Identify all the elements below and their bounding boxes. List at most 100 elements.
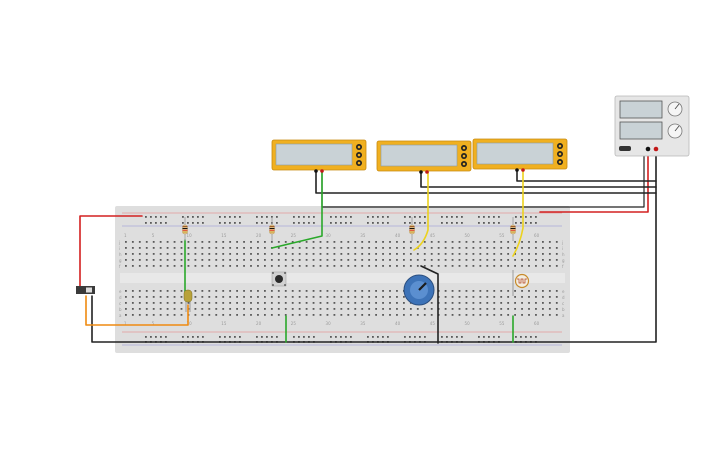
rail-hole[interactable] [493, 216, 495, 218]
breadboard-hole[interactable] [291, 314, 294, 316]
breadboard-hole[interactable] [159, 308, 162, 310]
breadboard-hole[interactable] [298, 302, 301, 304]
rail-hole[interactable] [202, 222, 204, 224]
rail-hole[interactable] [483, 222, 485, 224]
breadboard-hole[interactable] [243, 314, 245, 316]
breadboard-hole[interactable] [312, 308, 315, 310]
resistor-1[interactable] [182, 217, 188, 241]
breadboard-hole[interactable] [437, 259, 440, 261]
breadboard-hole[interactable] [555, 259, 558, 261]
breadboard-hole[interactable] [194, 296, 197, 298]
breadboard-hole[interactable] [208, 308, 211, 310]
breadboard-hole[interactable] [208, 296, 211, 298]
breadboard-hole[interactable] [333, 308, 336, 310]
rail-hole[interactable] [187, 216, 189, 218]
breadboard-hole[interactable] [465, 296, 468, 298]
breadboard-hole[interactable] [152, 253, 155, 255]
breadboard-hole[interactable] [250, 247, 252, 249]
breadboard-hole[interactable] [347, 247, 350, 249]
breadboard-hole[interactable] [354, 247, 357, 249]
breadboard-hole[interactable] [187, 241, 190, 243]
rail-hole[interactable] [382, 216, 384, 218]
rail-hole[interactable] [298, 336, 300, 338]
breadboard-hole[interactable] [180, 290, 183, 292]
breadboard-hole[interactable] [375, 241, 377, 243]
breadboard-hole[interactable] [507, 290, 510, 292]
breadboard-hole[interactable] [382, 265, 384, 267]
breadboard-hole[interactable] [555, 247, 558, 249]
breadboard-hole[interactable] [361, 265, 364, 267]
breadboard-hole[interactable] [451, 302, 454, 304]
breadboard-hole[interactable] [166, 308, 169, 310]
breadboard-hole[interactable] [444, 314, 447, 316]
breadboard-hole[interactable] [125, 253, 127, 255]
breadboard-hole[interactable] [430, 247, 433, 249]
breadboard-hole[interactable] [277, 290, 280, 292]
breadboard-hole[interactable] [222, 290, 225, 292]
rail-hole[interactable] [308, 216, 310, 218]
rail-hole[interactable] [461, 222, 463, 224]
breadboard-hole[interactable] [284, 302, 287, 304]
breadboard-hole[interactable] [257, 241, 259, 243]
breadboard-hole[interactable] [465, 241, 468, 243]
rail-hole[interactable] [451, 216, 453, 218]
breadboard-hole[interactable] [548, 241, 551, 243]
breadboard-hole[interactable] [451, 314, 454, 316]
breadboard-hole[interactable] [319, 265, 322, 267]
breadboard-hole[interactable] [326, 253, 329, 255]
breadboard-hole[interactable] [131, 247, 134, 249]
breadboard-hole[interactable] [180, 302, 183, 304]
breadboard-hole[interactable] [389, 265, 391, 267]
breadboard-hole[interactable] [528, 302, 530, 304]
breadboard-hole[interactable] [264, 290, 266, 292]
breadboard-hole[interactable] [389, 290, 391, 292]
breadboard-hole[interactable] [465, 314, 468, 316]
slide-switch-icon[interactable] [76, 286, 95, 294]
breadboard-hole[interactable] [236, 241, 238, 243]
breadboard-hole[interactable] [326, 259, 329, 261]
rail-hole[interactable] [515, 222, 517, 224]
breadboard-hole[interactable] [284, 296, 287, 298]
breadboard-hole[interactable] [479, 296, 482, 298]
breadboard-hole[interactable] [270, 290, 273, 292]
breadboard-hole[interactable] [257, 259, 259, 261]
breadboard-hole[interactable] [173, 296, 176, 298]
rail-hole[interactable] [182, 336, 184, 338]
breadboard-hole[interactable] [131, 308, 134, 310]
rail-hole[interactable] [478, 216, 480, 218]
breadboard-hole[interactable] [361, 253, 364, 255]
breadboard-hole[interactable] [486, 265, 489, 267]
breadboard-hole[interactable] [201, 241, 204, 243]
rail-hole[interactable] [234, 222, 236, 224]
rail-hole[interactable] [340, 216, 342, 218]
breadboard-hole[interactable] [472, 302, 475, 304]
breadboard-hole[interactable] [514, 259, 516, 261]
breadboard-hole[interactable] [257, 314, 259, 316]
breadboard-hole[interactable] [430, 241, 433, 243]
breadboard-hole[interactable] [333, 259, 336, 261]
rail-hole[interactable] [345, 216, 347, 218]
breadboard-hole[interactable] [382, 302, 384, 304]
breadboard-hole[interactable] [493, 290, 496, 292]
breadboard-hole[interactable] [166, 265, 169, 267]
breadboard-hole[interactable] [305, 253, 308, 255]
rail-hole[interactable] [525, 222, 527, 224]
breadboard-hole[interactable] [138, 290, 141, 292]
breadboard-hole[interactable] [514, 296, 516, 298]
rail-hole[interactable] [350, 336, 352, 338]
breadboard-hole[interactable] [507, 253, 510, 255]
breadboard-hole[interactable] [131, 314, 134, 316]
breadboard-hole[interactable] [340, 308, 343, 310]
breadboard-hole[interactable] [535, 314, 537, 316]
rail-hole[interactable] [229, 216, 231, 218]
breadboard-hole[interactable] [229, 253, 232, 255]
rail-hole[interactable] [192, 336, 194, 338]
breadboard-hole[interactable] [180, 253, 183, 255]
breadboard-hole[interactable] [430, 308, 433, 310]
breadboard-hole[interactable] [243, 308, 245, 310]
breadboard-hole[interactable] [375, 247, 377, 249]
breadboard-hole[interactable] [250, 314, 252, 316]
rail-hole[interactable] [261, 222, 263, 224]
breadboard-hole[interactable] [451, 253, 454, 255]
breadboard-hole[interactable] [403, 247, 405, 249]
